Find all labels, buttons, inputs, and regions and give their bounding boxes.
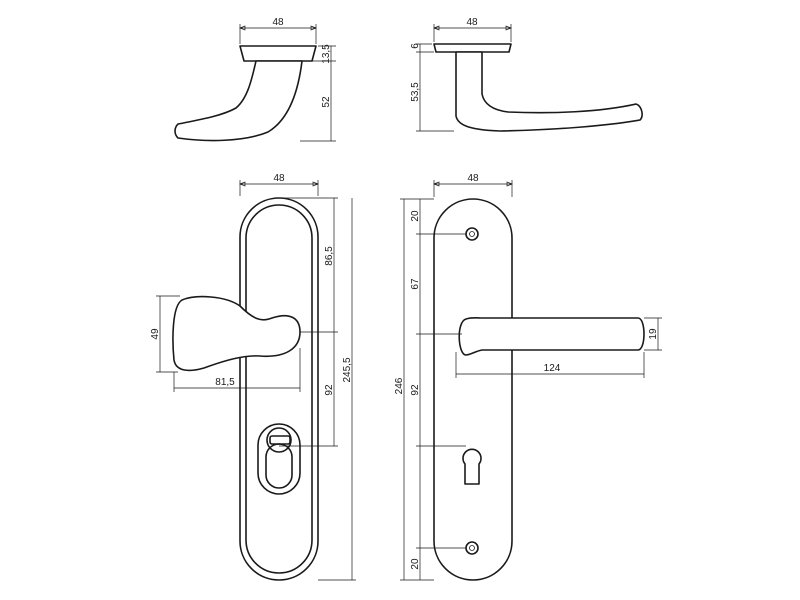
knob-cap-height-label: 13,5 [321,44,332,64]
knob-plate-inner [245,204,313,574]
lever-handle-body [455,51,643,132]
top-screw [465,227,479,241]
lever-lower-offset-label: 92 [410,384,421,396]
knob-plate-lower-offset-label: 92 [324,384,335,396]
knob-projection-dimension [173,348,301,392]
lever-top-width-label: 48 [466,17,478,28]
lever-plate-outer [433,198,513,581]
knob-plate-upper-offset-label: 86,5 [324,246,335,266]
knob-height-dimension [300,45,336,142]
lever-length-dimension [455,352,645,378]
lever-top-screw-offset-label: 20 [410,210,421,222]
lever-arm [458,316,645,356]
knob-grip-height-label: 49 [150,328,161,340]
knob-plate-front-view: 48 86,5 92 245,5 49 81,5 [150,173,356,581]
lever-plate-length-label: 246 [394,377,405,394]
lever-plate-length-dimension [400,198,416,581]
knob-top-width-dimension [239,24,317,44]
lever-height-dimension [416,43,454,132]
knob-plate-width-label: 48 [273,173,285,184]
lever-rose-cap [433,43,512,53]
lever-height-front-label: 19 [648,328,659,340]
keyhole-cutout [462,448,482,485]
lever-height-front-dimension [644,317,662,351]
knob-plate-offset-dimension [279,197,338,447]
lever-upper-offset-label: 67 [410,278,421,290]
knob-plate-length-label: 245,5 [342,357,353,382]
lever-plate-width-dimension [433,180,513,197]
knob-handle-body [174,60,303,142]
knob-plate-length-dimension [318,198,356,581]
lever-handle-side-view: 48 6 53,5 [410,17,643,132]
lever-bottom-screw-offset-label: 20 [410,558,421,570]
knob-plate-width-dimension [239,180,319,196]
knob-handle-side-view: 48 13,5 52 [174,17,336,142]
lever-plate-width-label: 48 [467,173,479,184]
knob-top-width-label: 48 [272,17,284,28]
lever-length-label: 124 [544,363,561,374]
lever-height-label: 53,5 [410,82,421,102]
knob-grip [172,295,301,372]
knob-height-label: 52 [321,96,332,108]
knob-plate-outer [239,197,319,581]
lever-plate-front-view: 48 20 67 92 20 246 124 19 [394,173,662,581]
knob-projection-label: 81,5 [215,377,235,388]
lever-top-width-dimension [433,24,512,42]
lever-plate-offset-dimension [416,198,466,581]
knob-rose-cap [239,45,317,62]
lever-cap-height-label: 6 [410,43,421,49]
bottom-screw [465,541,479,555]
cylinder-cutout [257,423,301,495]
